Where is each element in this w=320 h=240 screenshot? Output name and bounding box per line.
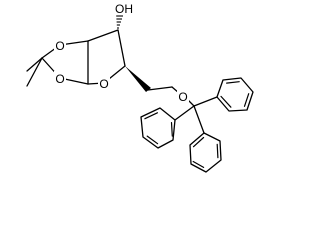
phenyl-ring-left bbox=[140, 107, 176, 149]
methyl-bond-lower bbox=[26, 57, 43, 87]
methyl-bond-upper bbox=[26, 57, 43, 72]
trityl-bonds bbox=[174, 96, 218, 134]
molecule-structure: O O O O OH bbox=[26, 1, 254, 173]
ethyl-bond bbox=[147, 86, 173, 91]
hydroxyl-label: OH bbox=[115, 2, 133, 16]
trityl-bond-down bbox=[193, 105, 205, 134]
dioxolane-oxygen-bottom-label: O bbox=[55, 72, 64, 86]
furanose-bond-c3 bbox=[87, 29, 119, 42]
phenyl-ring-bottom bbox=[189, 132, 222, 173]
hydroxyl-hashed-bond bbox=[116, 15, 123, 29]
atom-labels: O O O O OH bbox=[54, 1, 189, 104]
dioxolane-oxygen-top-label: O bbox=[55, 39, 64, 53]
furanose-ring bbox=[87, 29, 126, 85]
trityl-bond-left bbox=[174, 105, 195, 121]
furanose-oxygen-label: O bbox=[99, 77, 108, 91]
trityl-bond-right bbox=[193, 96, 218, 107]
ether-oxygen-label: O bbox=[178, 90, 187, 104]
phenyl-ring-upper-right bbox=[216, 77, 254, 112]
furanose-bond-c4 bbox=[117, 29, 126, 67]
side-chain-wedge bbox=[125, 66, 151, 92]
